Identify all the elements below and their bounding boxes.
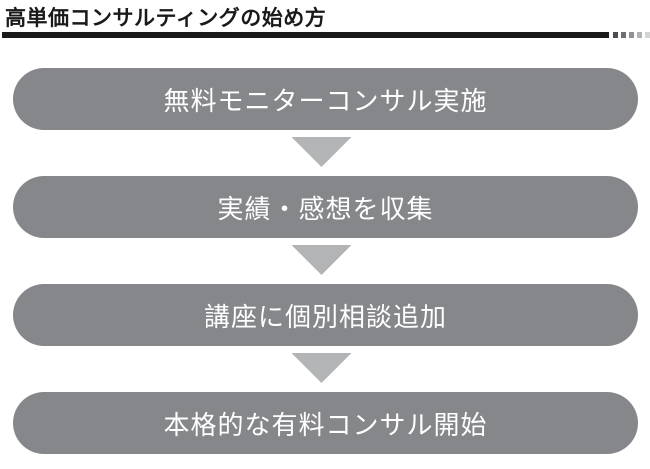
step-box-4: 本格的な有料コンサル開始 (13, 392, 638, 454)
rule-fade-square (645, 32, 650, 38)
step-label: 無料モニターコンサル実施 (163, 85, 488, 116)
flow-diagram: 無料モニターコンサル実施 実績・感想を収集 講座に個別相談追加 本格的な有料コン… (0, 68, 650, 454)
step-box-1: 無料モニターコンサル実施 (13, 68, 638, 130)
step-box-2: 実績・感想を収集 (13, 176, 638, 238)
rule-fade-square (613, 32, 618, 38)
down-arrow-icon (291, 353, 352, 383)
step-box-3: 講座に個別相談追加 (13, 284, 638, 346)
title-underline-bar (2, 32, 609, 38)
title-underline (2, 32, 650, 38)
step-label: 本格的な有料コンサル開始 (163, 409, 488, 440)
step-label: 実績・感想を収集 (217, 193, 434, 224)
down-arrow-icon (291, 137, 352, 167)
rule-fade-square (637, 32, 642, 38)
step-label: 講座に個別相談追加 (203, 301, 447, 332)
page-title: 高単価コンサルティングの始め方 (5, 7, 327, 30)
header: 高単価コンサルティングの始め方 (0, 0, 650, 38)
down-arrow-icon (291, 245, 352, 275)
rule-fade-square (629, 32, 634, 38)
rule-fade-square (621, 32, 626, 38)
title-underline-fade (613, 32, 650, 38)
